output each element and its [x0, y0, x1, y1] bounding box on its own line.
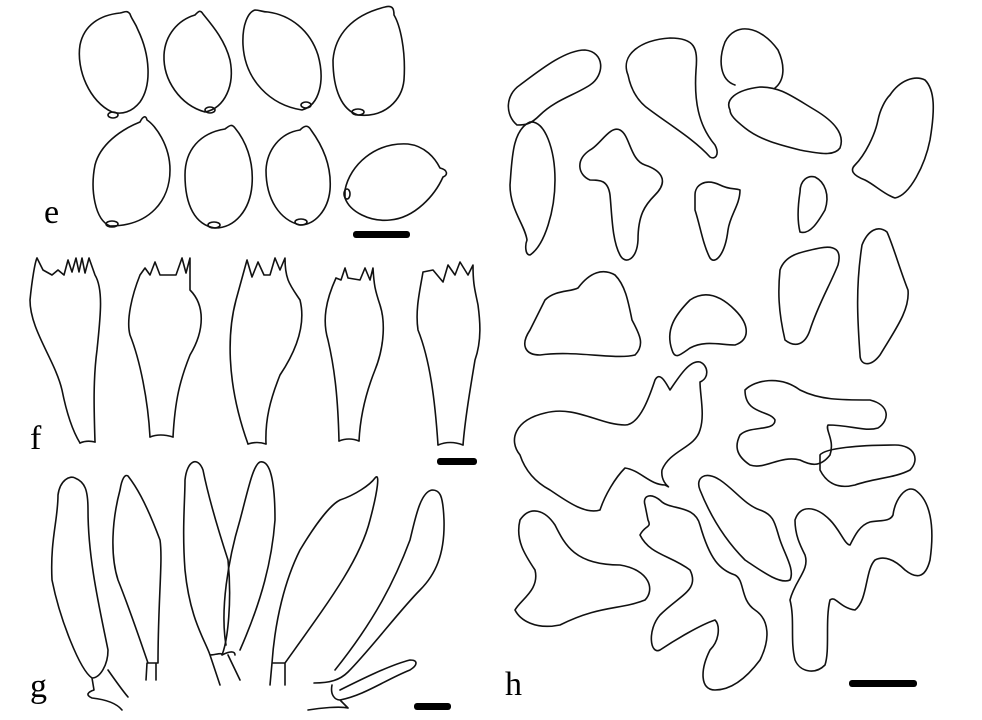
- panel-label-g: g: [30, 668, 47, 705]
- panel-f-basidia: [29, 257, 481, 446]
- scale-bar-g: [414, 703, 451, 710]
- panel-label-e: e: [44, 194, 60, 231]
- scale-bar-f: [437, 458, 477, 465]
- panel-label-h: h: [505, 666, 522, 703]
- panel-label-f: f: [30, 420, 42, 457]
- panel-e-spores: [78, 5, 448, 229]
- scale-bar-h: [849, 680, 917, 687]
- panel-h-cells: [507, 28, 935, 691]
- scale-bar-e: [353, 231, 410, 238]
- panel-g-cystidia: [50, 460, 445, 711]
